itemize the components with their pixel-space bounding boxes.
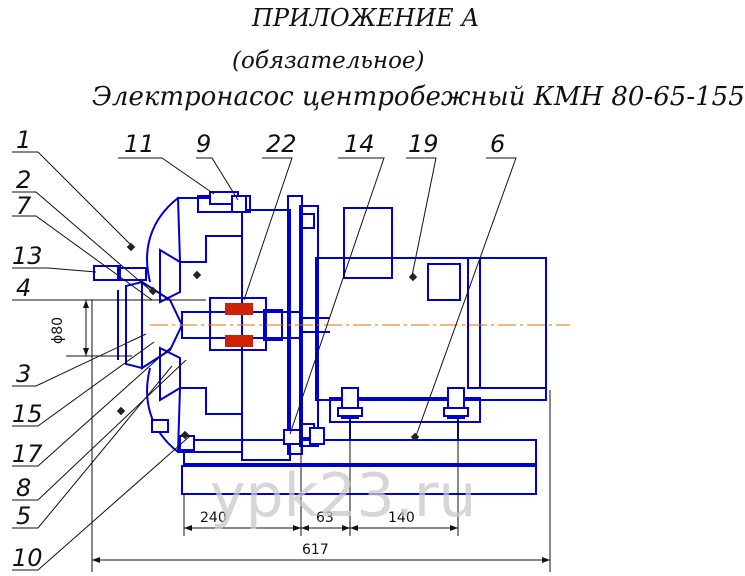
dimension-140: 140 (388, 510, 415, 526)
pump-casing (93, 197, 243, 453)
dimension-diameter-80: ϕ80 (50, 317, 66, 344)
dimension-arrows (83, 300, 550, 563)
callout-leaders (12, 151, 517, 571)
callout-14: 14 (344, 130, 375, 158)
appendix-status: (обязательное) (232, 48, 425, 74)
callout-2: 2 (16, 166, 31, 194)
dimension-617: 617 (302, 542, 329, 558)
callout-5: 5 (16, 502, 31, 530)
casing-bolts (151, 191, 325, 451)
callout-8: 8 (16, 474, 31, 502)
drawing-title: Электронасос центробежный КМН 80-65-155 (92, 82, 745, 112)
pump-assembly-drawing: 240 63 140 617 ϕ80 1 (12, 126, 570, 572)
callout-3: 3 (16, 360, 31, 388)
shaft-and-seal (181, 297, 330, 351)
dimension-63: 63 (316, 510, 334, 526)
drawing-sheet: ПРИЛОЖЕНИЕ А (обязательное) Электронасос… (12, 4, 745, 572)
dimension-lines (66, 299, 551, 572)
dimension-240: 240 (200, 510, 227, 526)
watermark: ypk23.ru (210, 461, 476, 531)
motor (315, 207, 547, 423)
motor-feet-bolts (337, 387, 469, 419)
callout-6: 6 (490, 130, 505, 158)
callout-10: 10 (12, 544, 43, 572)
callout-15: 15 (12, 400, 43, 428)
part-markers (116, 242, 420, 442)
appendix-title: ПРИЛОЖЕНИЕ А (252, 4, 480, 32)
callout-17: 17 (12, 440, 43, 468)
callout-9: 9 (196, 130, 211, 158)
callout-4: 4 (16, 274, 31, 302)
callout-11: 11 (124, 130, 155, 158)
callout-7: 7 (16, 192, 32, 220)
callout-13: 13 (12, 242, 43, 270)
callout-1: 1 (16, 126, 31, 154)
callout-22: 22 (266, 130, 297, 158)
callout-19: 19 (408, 130, 439, 158)
